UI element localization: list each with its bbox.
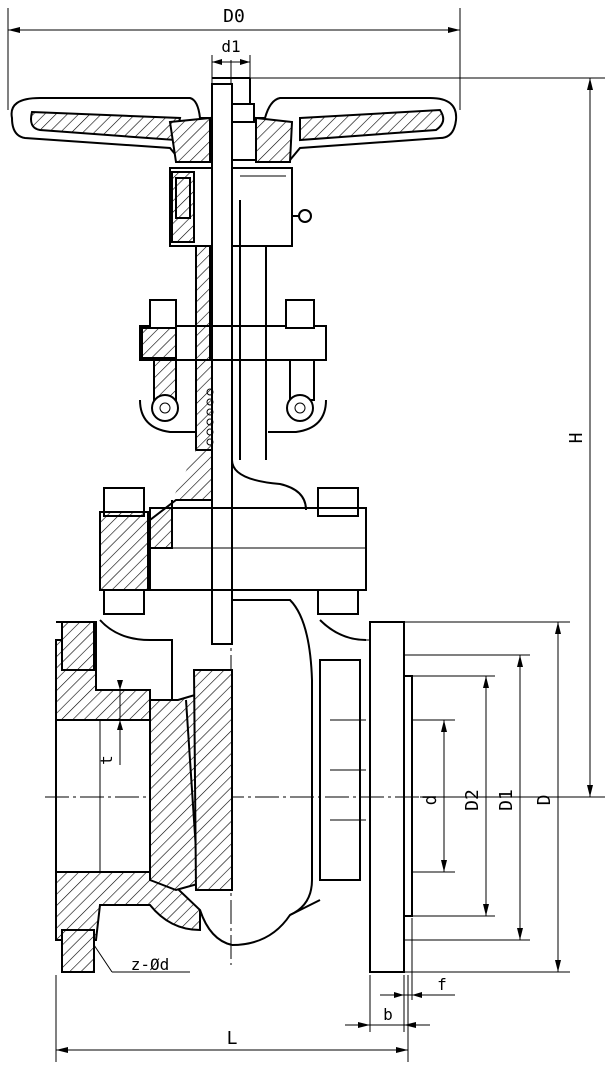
- bonnet: [99, 449, 367, 615]
- label-L: L: [227, 1028, 238, 1049]
- label-d: d: [420, 795, 441, 806]
- handwheel: [10, 97, 458, 163]
- gland-bolts: [139, 299, 327, 433]
- label-H: H: [566, 433, 587, 444]
- label-t: t: [97, 755, 116, 765]
- dimension-labels: D0 d1 H t d D2 D1 D f b L z-Ød: [97, 6, 587, 1049]
- label-b: b: [383, 1005, 393, 1024]
- label-f: f: [437, 975, 447, 994]
- valve-body: [55, 599, 367, 973]
- label-d1: d1: [221, 37, 240, 56]
- label-D2: D2: [462, 789, 483, 811]
- label-z-phi-d: z-Ød: [131, 955, 170, 974]
- packing: [195, 359, 214, 451]
- right-flange: [366, 621, 413, 973]
- label-D1: D1: [496, 789, 517, 811]
- label-D0: D0: [223, 6, 245, 27]
- label-D: D: [534, 795, 555, 806]
- dimensions: [7, 8, 605, 1062]
